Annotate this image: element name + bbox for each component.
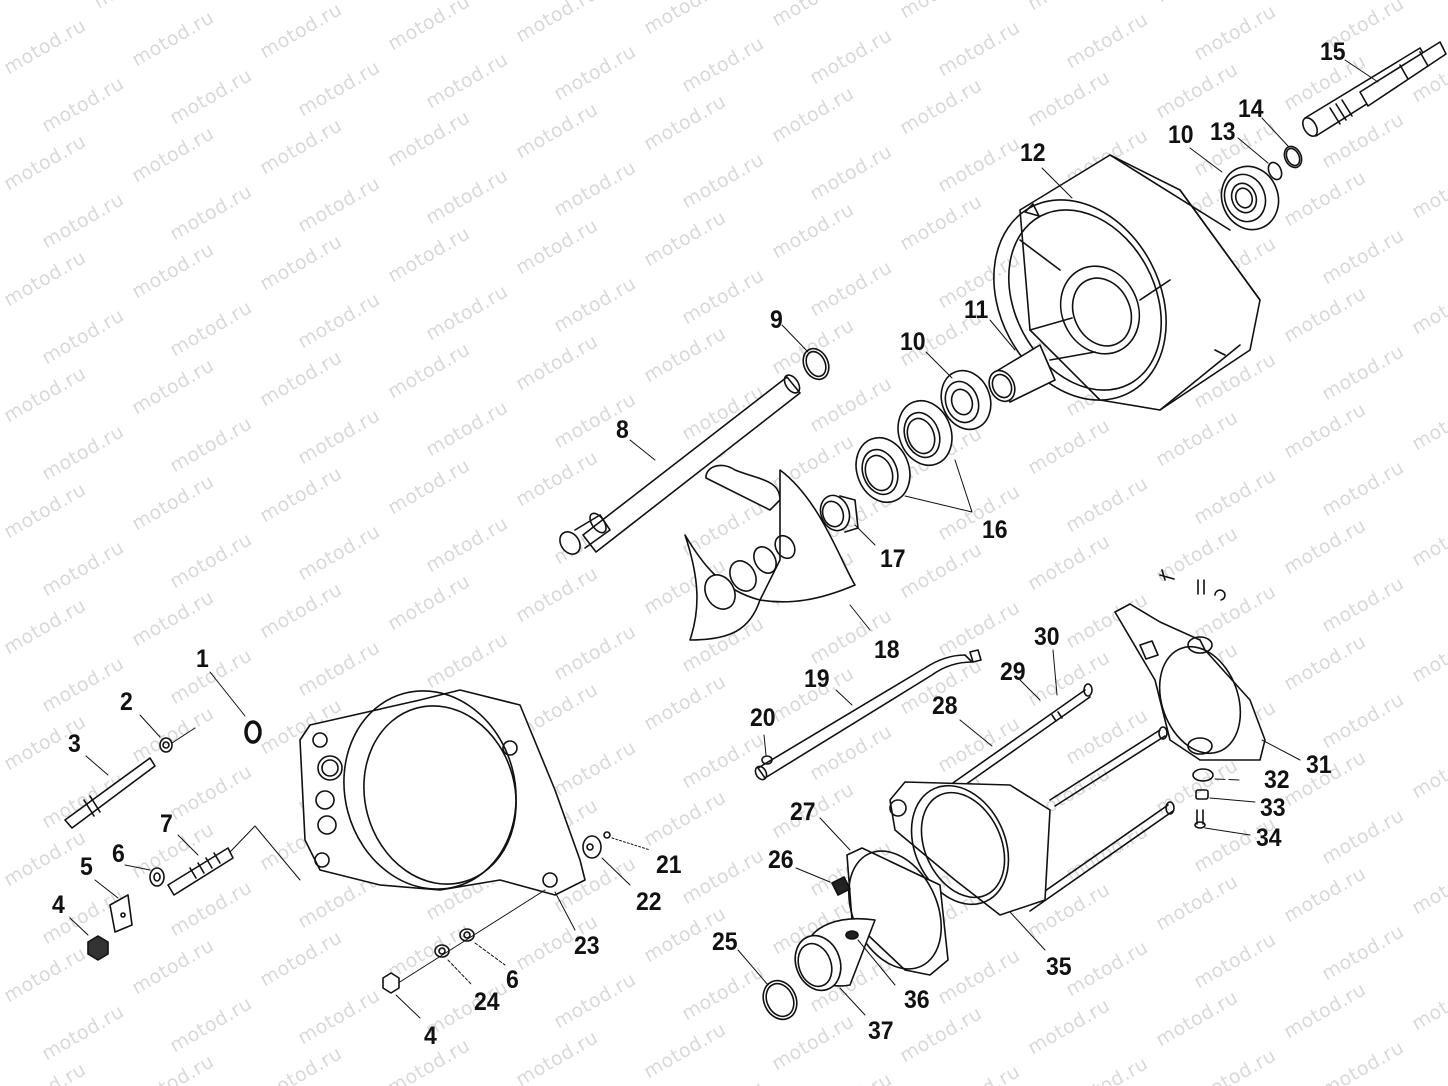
callout-number: 32 bbox=[1264, 766, 1290, 794]
callout-number: 17 bbox=[880, 545, 906, 573]
bolts-long bbox=[1024, 726, 1175, 912]
callout-number: 9 bbox=[770, 306, 783, 334]
bearing-10-top bbox=[1220, 165, 1280, 231]
callout-number: 18 bbox=[874, 636, 900, 664]
nut-4 bbox=[382, 972, 400, 994]
callout-number: 16 bbox=[982, 516, 1008, 544]
pump-housing-12 bbox=[993, 154, 1261, 411]
leader-line bbox=[1344, 59, 1379, 83]
spacer-33 bbox=[1195, 789, 1209, 800]
callout-number: 1 bbox=[196, 645, 209, 673]
callout-number: 29 bbox=[1000, 658, 1026, 686]
nozzle-31 bbox=[1114, 603, 1266, 761]
callout-number: 33 bbox=[1260, 794, 1286, 822]
callout-number: 22 bbox=[636, 888, 662, 916]
cone-37 bbox=[794, 918, 876, 992]
sleeve-11 bbox=[988, 344, 1056, 403]
tab-26 bbox=[831, 876, 851, 896]
washer-6-lower bbox=[459, 928, 475, 942]
callout-number: 12 bbox=[1020, 139, 1046, 167]
callout-number: 37 bbox=[868, 1017, 894, 1045]
callout-number: 25 bbox=[712, 928, 738, 956]
callout-number: 31 bbox=[1306, 751, 1332, 779]
stator-35 bbox=[889, 781, 1051, 916]
callout-number: 2 bbox=[120, 688, 133, 716]
callout-number: 24 bbox=[474, 988, 500, 1016]
plate-5 bbox=[109, 894, 133, 933]
impeller-18 bbox=[684, 464, 856, 641]
callout-number: 3 bbox=[68, 730, 81, 758]
callout-number: 36 bbox=[904, 986, 930, 1014]
ring-13 bbox=[1267, 161, 1283, 181]
tube-19 bbox=[754, 649, 982, 781]
callout-number: 23 bbox=[574, 932, 600, 960]
callout-number: 4 bbox=[424, 1022, 437, 1050]
fitting-3 bbox=[64, 757, 156, 829]
nut-4-left bbox=[87, 935, 109, 961]
callout-number: 28 bbox=[932, 692, 958, 720]
callout-number: 27 bbox=[790, 798, 816, 826]
driveshaft-15 bbox=[1301, 41, 1447, 137]
callout-number: 8 bbox=[616, 416, 629, 444]
washer-2 bbox=[159, 737, 173, 753]
callout-number: 6 bbox=[112, 840, 125, 868]
spacer-17 bbox=[819, 494, 859, 533]
callout-number: 5 bbox=[80, 853, 93, 881]
o-ring-1 bbox=[244, 720, 262, 744]
ring-14 bbox=[1283, 145, 1303, 169]
callout-number: 10 bbox=[900, 328, 926, 356]
callout-number: 19 bbox=[804, 665, 830, 693]
stud-7 bbox=[167, 847, 234, 896]
callout-number: 13 bbox=[1210, 118, 1236, 146]
hardware-31-top bbox=[1159, 569, 1226, 601]
shaft-8 bbox=[559, 374, 801, 555]
ring-9 bbox=[802, 347, 830, 381]
grommet-22 bbox=[582, 835, 602, 859]
callout-number: 11 bbox=[964, 296, 989, 324]
callout-number: 35 bbox=[1046, 953, 1072, 981]
callout-number: 15 bbox=[1320, 38, 1346, 66]
callout-number: 10 bbox=[1168, 121, 1194, 149]
screw-21 bbox=[603, 831, 611, 839]
callout-number: 7 bbox=[160, 810, 173, 838]
clamp-20 bbox=[761, 755, 773, 765]
bolt-28 bbox=[949, 683, 1093, 793]
callout-number: 20 bbox=[750, 704, 776, 732]
o-ring-25 bbox=[762, 979, 798, 1021]
callout-number: 21 bbox=[656, 851, 682, 879]
seals-16 bbox=[855, 399, 953, 504]
pump-housing-23 bbox=[299, 689, 586, 896]
bushing-32 bbox=[1192, 768, 1214, 782]
callout-number: 30 bbox=[1034, 623, 1060, 651]
washer-6 bbox=[149, 867, 165, 887]
bearing-10-mid bbox=[940, 369, 992, 431]
callout-number: 26 bbox=[768, 846, 794, 874]
bolt-34 bbox=[1194, 809, 1206, 829]
callout-number: 14 bbox=[1238, 95, 1264, 123]
washer-24 bbox=[434, 944, 450, 958]
callout-number: 6 bbox=[506, 966, 519, 994]
callout-number: 34 bbox=[1256, 824, 1282, 852]
callout-number: 4 bbox=[52, 891, 65, 919]
